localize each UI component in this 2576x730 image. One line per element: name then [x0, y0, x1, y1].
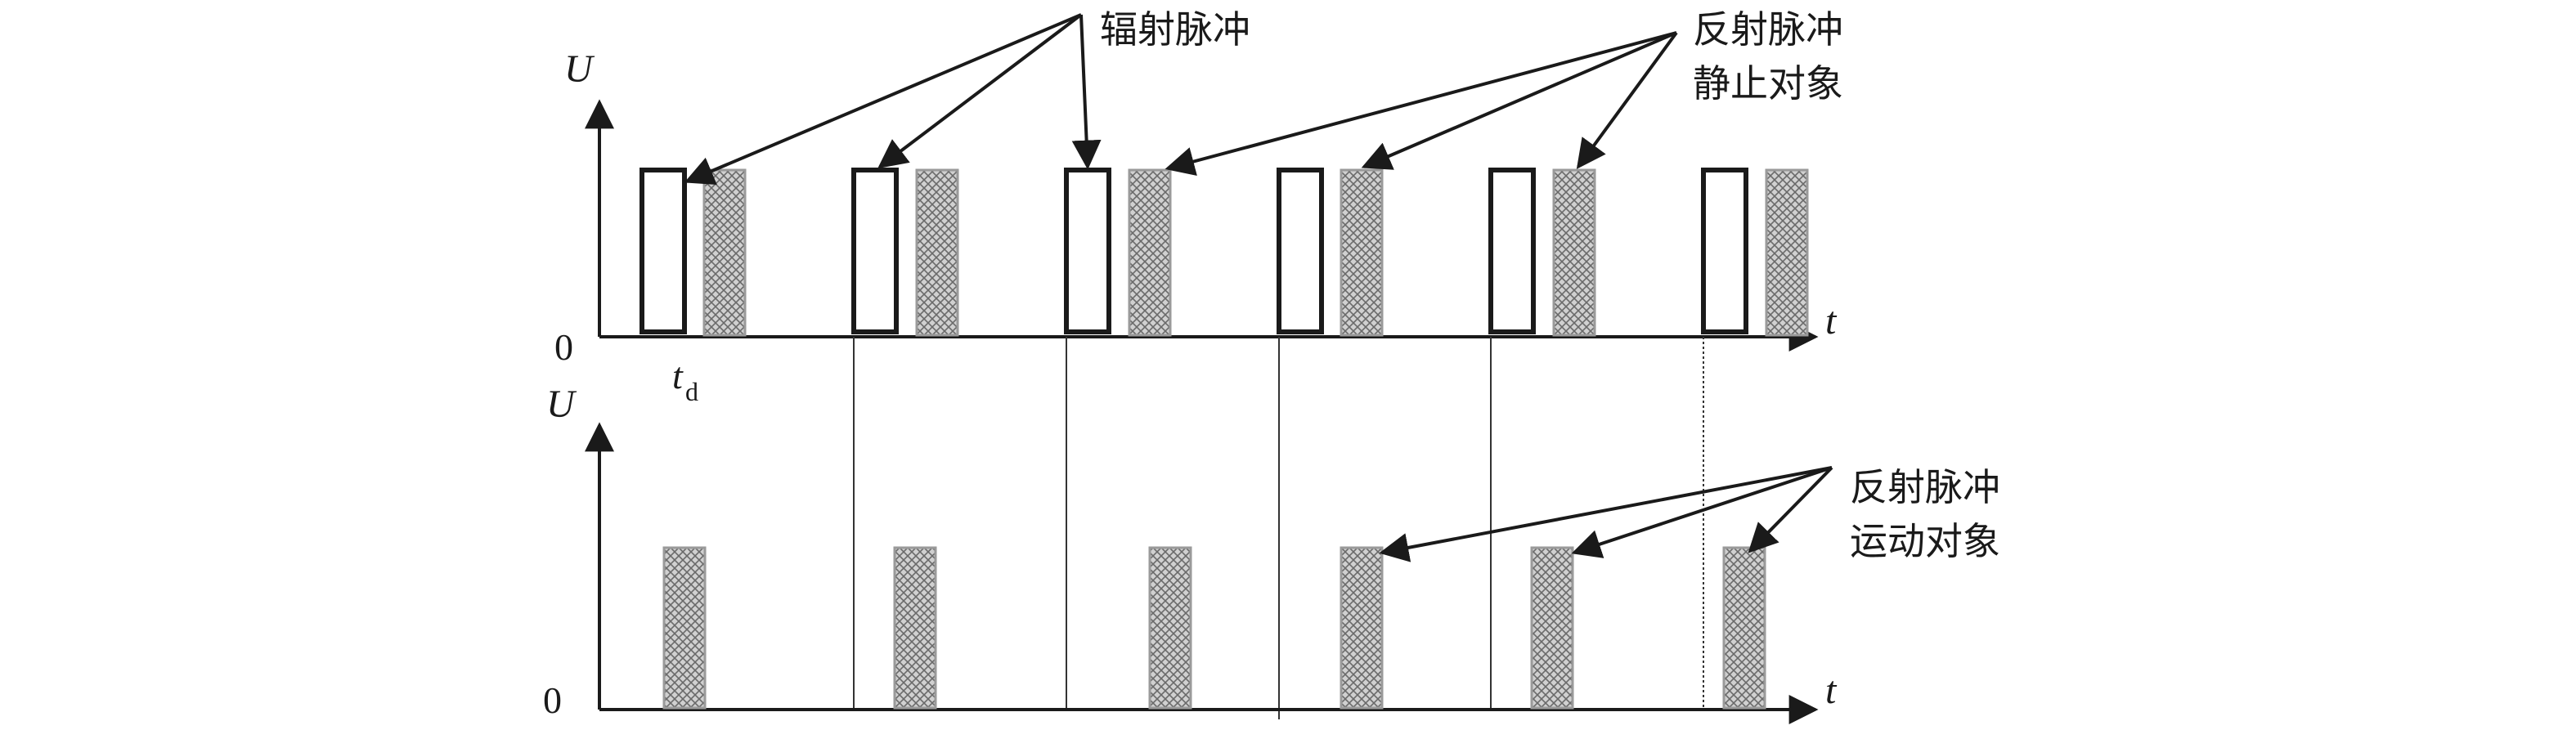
reflected-moving-label-line1: 反射脉冲 — [1850, 465, 2000, 509]
pointer-arrow — [1165, 31, 1677, 177]
reflected-static-label-line2: 静止对象 — [1693, 61, 1843, 105]
delay-label-t: t — [672, 355, 684, 396]
pointer-arrow — [1571, 466, 1833, 558]
top-panel: U t 0 t d — [554, 47, 1838, 406]
bottom-y-axis-label: U — [546, 383, 577, 426]
reflected-static-pulse — [1765, 168, 1809, 337]
reflected-moving-label-line2: 运动对象 — [1850, 519, 2000, 563]
reflected-static-label-line1: 反射脉冲 — [1693, 7, 1843, 52]
reflected-moving-pulse — [893, 546, 937, 710]
reflected-static-pulse — [702, 168, 747, 337]
reflected-static-pulse — [1340, 168, 1384, 337]
delay-label-subscript: d — [685, 377, 698, 406]
emitted-pulse — [1701, 168, 1748, 334]
reflected-moving-pulse — [1530, 546, 1574, 710]
pointer-arrow — [1576, 31, 1678, 169]
emitted-pulse — [640, 168, 687, 334]
top-y-axis-label: U — [564, 47, 595, 91]
guide-lines — [853, 337, 1704, 719]
pointer-arrow — [1748, 466, 1833, 553]
emitted-pulse — [1488, 168, 1536, 334]
reflected-moving-pulse — [1340, 546, 1384, 710]
delay-label: t d — [672, 355, 698, 406]
reflected-moving-pulse — [1722, 546, 1766, 710]
reflected-moving-pulse — [1148, 546, 1192, 710]
annotation-reflected-static: 反射脉冲 静止对象 — [1165, 7, 1843, 177]
pointer-arrow — [684, 13, 1082, 185]
pointer-arrow — [1071, 14, 1102, 170]
annotation-emitted-pulses: 辐射脉冲 — [684, 7, 1250, 185]
emitted-pulse — [1064, 168, 1111, 334]
emitted-pulse — [851, 168, 899, 334]
reflected-static-pulse — [1128, 168, 1172, 337]
pointer-arrow — [1379, 466, 1833, 562]
top-x-axis-label: t — [1825, 299, 1838, 343]
annotation-reflected-moving: 反射脉冲 运动对象 — [1379, 465, 2000, 563]
reflected-moving-pulse — [662, 546, 707, 710]
bottom-x-axis-label: t — [1825, 669, 1838, 712]
reflected-static-pulse — [915, 168, 959, 337]
bottom-origin-label: 0 — [543, 679, 562, 721]
pointer-arrow — [1361, 31, 1677, 170]
reflected-static-pulse — [1552, 168, 1596, 337]
top-origin-label: 0 — [554, 326, 573, 368]
bottom-panel: U t 0 — [543, 383, 1838, 724]
emitted-pulses-label: 辐射脉冲 — [1100, 7, 1250, 52]
pointer-arrow — [877, 13, 1083, 169]
emitted-pulse — [1277, 168, 1324, 334]
